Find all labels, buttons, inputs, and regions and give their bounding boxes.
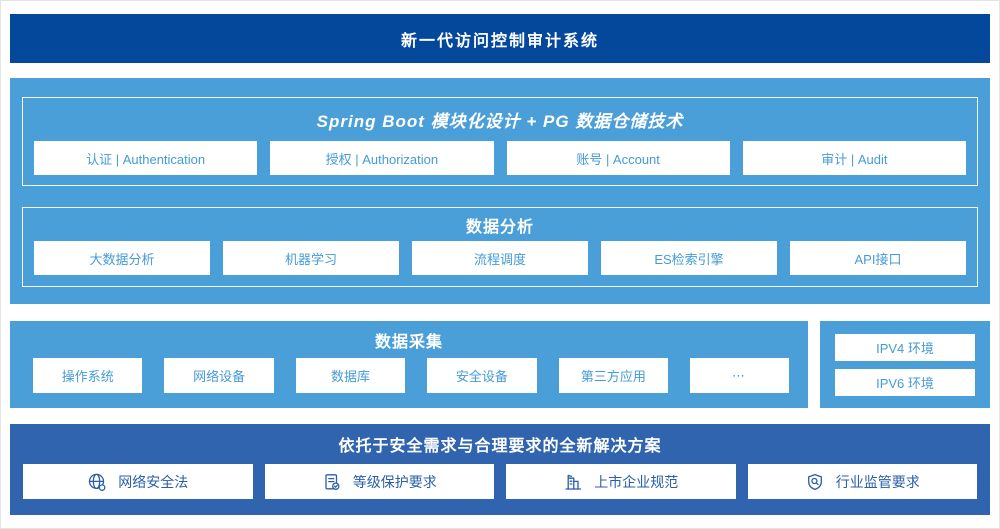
collection-band: 数据采集 操作系统 网络设备 数据库 安全设备 第三方应用 ⋯ IPV4 环境: [10, 321, 990, 408]
module-box: 账号 | Account: [506, 141, 730, 175]
module-box: 机器学习: [223, 241, 399, 275]
data-collection-sources: 操作系统 网络设备 数据库 安全设备 第三方应用 ⋯: [10, 358, 808, 393]
source-box: 安全设备: [427, 358, 537, 393]
requirement-label: 网络安全法: [118, 473, 189, 490]
shield-search-icon: [805, 472, 825, 492]
data-collection-title: 数据采集: [374, 333, 443, 351]
module-box: API接口: [790, 241, 966, 275]
spring-boot-modules: 认证 | Authentication 授权 | Authorization 账…: [23, 141, 977, 175]
spring-boot-section: Spring Boot 模块化设计 + PG 数据仓储技术 认证 | Authe…: [22, 97, 978, 186]
data-collection-section: 数据采集 操作系统 网络设备 数据库 安全设备 第三方应用 ⋯: [10, 321, 808, 408]
spring-boot-title: Spring Boot 模块化设计 + PG 数据仓储技术: [316, 112, 684, 131]
requirement-box: 行业监管要求: [747, 464, 977, 499]
data-analysis-section: 数据分析 大数据分析 机器学习 流程调度 ES检索引擎 API接口: [22, 207, 978, 287]
source-box: 第三方应用: [558, 358, 669, 393]
environment-box: IPV4 环境: [835, 334, 975, 361]
requirement-box: 上市企业规范: [506, 464, 736, 499]
source-box: 数据库: [295, 358, 406, 393]
data-analysis-modules: 大数据分析 机器学习 流程调度 ES检索引擎 API接口: [23, 241, 977, 275]
solution-title: 依托于安全需求与合理要求的全新解决方案: [338, 438, 662, 455]
page-title: 新一代访问控制审计系统: [400, 32, 599, 50]
building-icon: [563, 472, 583, 492]
module-box: 认证 | Authentication: [34, 141, 258, 175]
source-box: 网络设备: [164, 358, 274, 393]
source-box-more: ⋯: [690, 358, 790, 393]
platform-band: Spring Boot 模块化设计 + PG 数据仓储技术 认证 | Authe…: [10, 78, 990, 304]
solution-band: 依托于安全需求与合理要求的全新解决方案 网络安全法 等级保护要求 上市企业规范: [10, 424, 990, 515]
source-box: 操作系统: [33, 358, 143, 393]
banner: 新一代访问控制审计系统: [10, 14, 990, 63]
module-box: ES检索引擎: [601, 241, 777, 275]
globe-icon: [87, 472, 107, 492]
solution-requirements: 网络安全法 等级保护要求 上市企业规范 行业监管要求: [10, 464, 990, 499]
requirement-label: 等级保护要求: [352, 473, 437, 490]
module-box: 大数据分析: [34, 241, 210, 275]
module-box: 审计 | Audit: [742, 141, 966, 175]
requirement-label: 上市企业规范: [594, 473, 679, 490]
module-box: 授权 | Authorization: [270, 141, 494, 175]
requirement-box: 等级保护要求: [264, 464, 494, 499]
module-box: 流程调度: [412, 241, 588, 275]
ip-environment-panel: IPV4 环境 IPV6 环境: [820, 321, 990, 408]
requirement-box: 网络安全法: [23, 464, 253, 499]
data-analysis-title: 数据分析: [465, 218, 534, 236]
environment-box: IPV6 环境: [835, 369, 975, 396]
requirement-label: 行业监管要求: [835, 473, 920, 490]
document-check-icon: [322, 472, 342, 492]
